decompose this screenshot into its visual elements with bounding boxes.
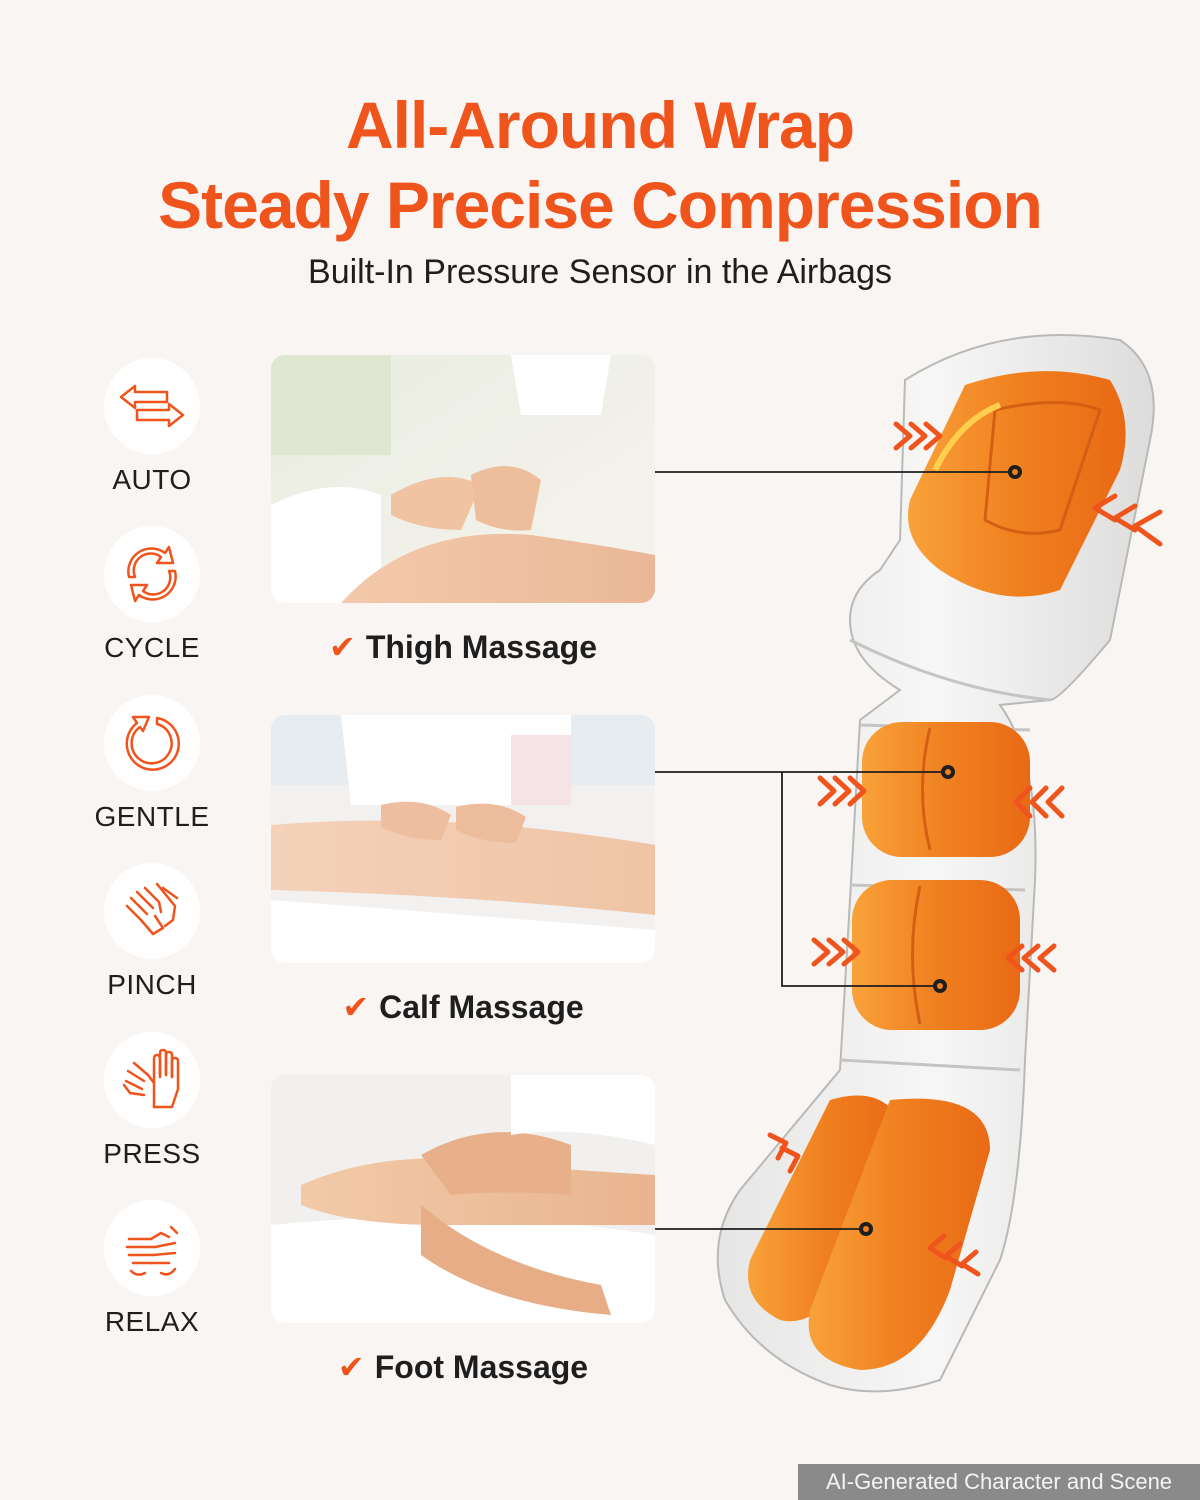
mode-label: CYCLE (104, 632, 200, 663)
thigh-airbag (908, 371, 1126, 597)
subtitle: Built-In Pressure Sensor in the Airbags (308, 253, 892, 291)
checkmark-icon: ✔ (342, 989, 370, 1025)
calf-airbag-lower (852, 880, 1020, 1030)
mode-relax: RELAX (72, 1200, 232, 1338)
title-line-1: All-Around Wrap (345, 88, 855, 162)
foot-massage-caption: ✔Foot Massage (271, 1348, 655, 1386)
pinching-hands-icon (104, 863, 200, 959)
calf-airbag-upper (862, 722, 1030, 857)
checkmark-icon: ✔ (337, 1349, 365, 1385)
calf-massage-photo (271, 715, 655, 963)
mode-cycle: CYCLE (72, 526, 232, 664)
title-line-2: Steady Precise Compression (158, 168, 1043, 242)
ai-generated-notice: AI-Generated Character and Scene (798, 1464, 1200, 1500)
thigh-massage-caption: ✔Thigh Massage (271, 628, 655, 666)
sensor-points (859, 465, 1022, 1236)
mode-label: PRESS (103, 1138, 201, 1169)
pressing-hands-icon (104, 1032, 200, 1128)
mode-gentle: GENTLE (72, 695, 232, 833)
callout-lines (655, 471, 1015, 1230)
thigh-massage-photo (271, 355, 655, 603)
pressure-chevrons-icon (767, 421, 1163, 1277)
mode-label: GENTLE (94, 801, 210, 832)
calf-massage-caption: ✔Calf Massage (271, 988, 655, 1026)
checkmark-icon: ✔ (329, 629, 356, 665)
mode-label: AUTO (112, 464, 192, 495)
mode-press: PRESS (72, 1032, 232, 1170)
feature-label: Thigh Massage (365, 629, 597, 665)
mode-auto: AUTO (72, 358, 232, 496)
foot-airbag (748, 1095, 990, 1370)
circular-arrow-icon (104, 695, 200, 791)
feature-label: Foot Massage (374, 1349, 589, 1385)
foot-massage-photo (271, 1075, 655, 1323)
swap-arrows-icon (104, 358, 200, 454)
cycle-arrows-icon (104, 526, 200, 622)
relaxing-hands-icon (104, 1200, 200, 1296)
feature-label: Calf Massage (379, 989, 584, 1025)
mode-label: RELAX (104, 1306, 200, 1337)
mode-label: PINCH (107, 969, 197, 1000)
mode-pinch: PINCH (72, 863, 232, 1001)
